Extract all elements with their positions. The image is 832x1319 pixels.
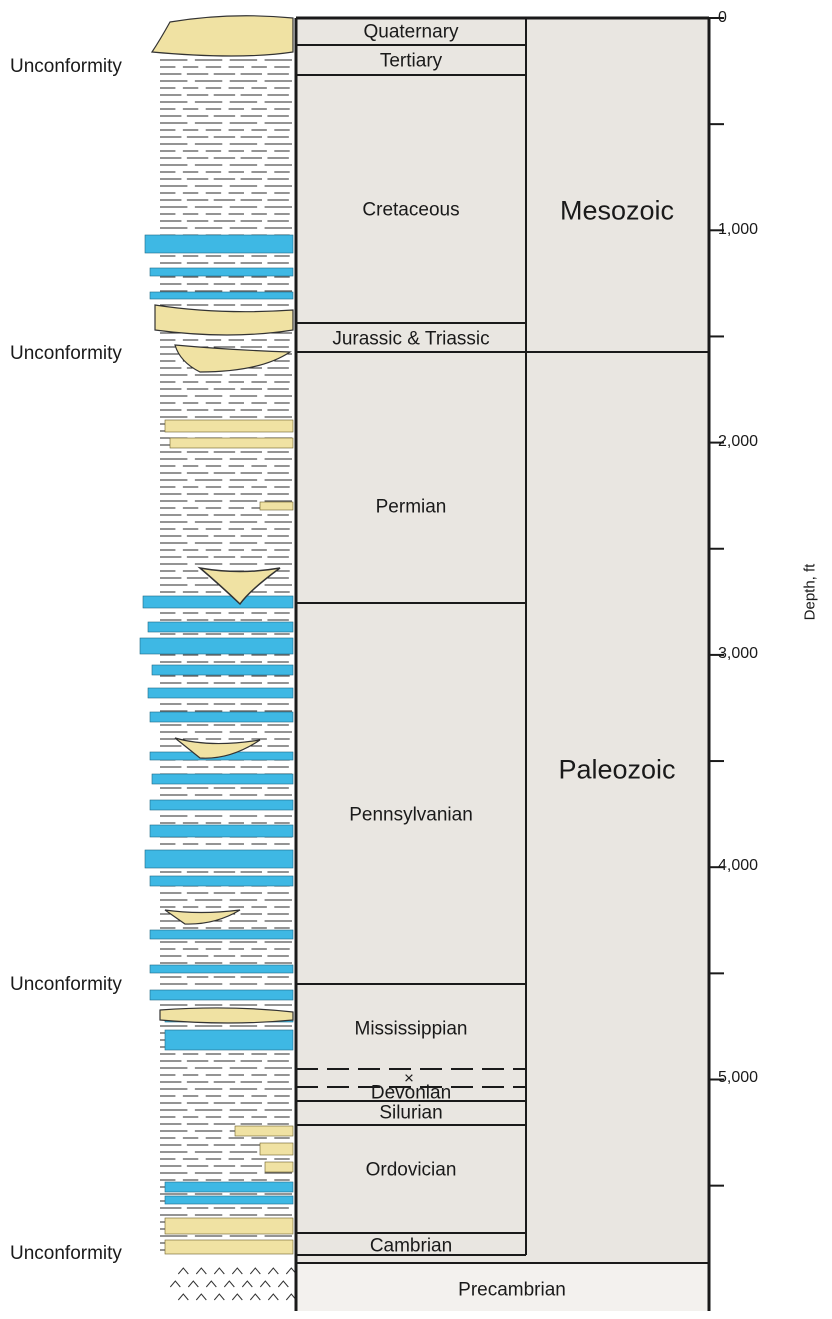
depth-tick-label-2000: 2,000 [718, 434, 758, 450]
limestone-bed [150, 292, 293, 299]
unconformity-label-4: Unconformity [10, 1244, 122, 1263]
period-quaternary: Quaternary [363, 23, 458, 42]
depth-axis-title: Depth, ft [803, 564, 818, 621]
limestone-bed [150, 990, 293, 1000]
period-permian: Permian [376, 498, 447, 517]
limestone-bed [152, 665, 293, 675]
sandstone-bed [170, 438, 293, 448]
limestone-bed [165, 1030, 293, 1050]
era-paleozoic: Paleozoic [558, 757, 675, 784]
period-devonian: Devonian [371, 1084, 451, 1103]
sandstone-bed [260, 502, 293, 510]
limestone-bed [148, 622, 293, 632]
depth-axis-ticks [709, 18, 724, 1186]
period-tertiary: Tertiary [380, 52, 442, 71]
period-cambrian: Cambrian [370, 1237, 452, 1256]
depth-tick-label-3000: 3,000 [718, 646, 758, 662]
period-pennsylvanian: Pennsylvanian [349, 806, 473, 825]
sandstone-bed [235, 1126, 293, 1136]
limestone-bed [140, 638, 293, 654]
limestone-bed [150, 965, 293, 973]
precambrian-basement [160, 1260, 295, 1310]
limestone-bed [143, 596, 293, 608]
sandstone-bed [165, 420, 293, 432]
period-mississippian: Mississippian [355, 1020, 468, 1039]
era-mesozoic: Mesozoic [560, 198, 674, 225]
depth-tick-label-1000: 1,000 [718, 222, 758, 238]
sandstone-bed [165, 1240, 293, 1254]
limestone-bed [150, 800, 293, 810]
sandstone-bed [165, 1218, 293, 1234]
limestone-bed [145, 235, 293, 253]
period-ordovician: Ordovician [366, 1161, 457, 1180]
limestone-bed [150, 712, 293, 722]
unconformity-label-1: Unconformity [10, 57, 122, 76]
depth-tick-label-0: 0 [718, 10, 727, 26]
limestone-bed [145, 850, 293, 868]
lithology-column-background [150, 18, 295, 1308]
limestone-bed [165, 1182, 293, 1192]
depth-tick-label-4000: 4,000 [718, 858, 758, 874]
limestone-bed [152, 774, 293, 784]
limestone-bed [150, 930, 293, 939]
limestone-bed [150, 268, 293, 276]
sandstone-bed [265, 1162, 293, 1172]
unconformity-label-3: Unconformity [10, 975, 122, 994]
limestone-bed [148, 688, 293, 698]
depth-tick-label-5000: 5,000 [718, 1070, 758, 1086]
period-jurassic-triassic: Jurassic & Triassic [332, 330, 489, 349]
period-cretaceous: Cretaceous [362, 201, 459, 220]
limestone-bed [150, 825, 293, 837]
sandstone-lens [160, 1008, 293, 1023]
limestone-bed [150, 876, 293, 886]
sandstone-lens [152, 16, 293, 56]
period-silurian: Silurian [379, 1104, 442, 1123]
period-precambrian: Precambrian [458, 1281, 566, 1300]
limestone-bed [165, 1196, 293, 1204]
sandstone-bed [260, 1143, 293, 1155]
unconformity-label-2: Unconformity [10, 344, 122, 363]
